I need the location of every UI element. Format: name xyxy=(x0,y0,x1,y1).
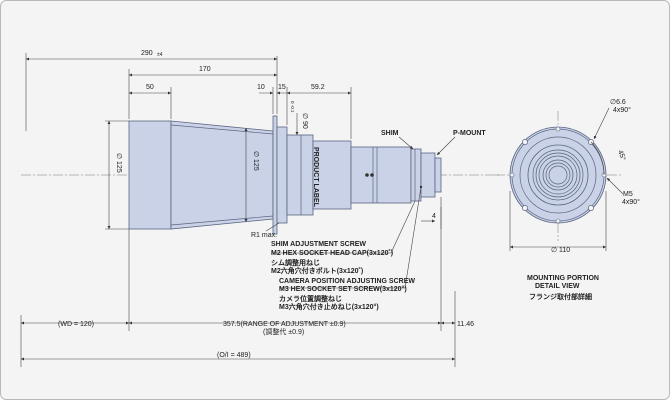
m5-label: M5 xyxy=(623,191,633,198)
lens-taper-body xyxy=(170,120,274,230)
dim-4: 4 xyxy=(432,213,436,220)
dim-10: 10 xyxy=(257,84,265,91)
lens-neck xyxy=(286,134,314,216)
dim-dia-110: ∅ 110 xyxy=(551,247,570,254)
shim-screw-jp: シム調整用ねじ xyxy=(271,258,320,267)
mount-title-2: DETAIL VIEW xyxy=(535,283,580,290)
p-mount xyxy=(420,152,436,198)
dim-290: 290 xyxy=(141,50,153,57)
dim-dia-90-tol: 0 -0.1 xyxy=(290,101,295,113)
angle-45: 45° xyxy=(616,149,627,162)
dim-oi: (O/I = 489) xyxy=(217,352,251,359)
dim-dia-125-mid: ∅ 125 xyxy=(252,151,259,171)
shim-label: SHIM xyxy=(381,130,399,137)
dim-15: 15 xyxy=(278,84,286,91)
dim-59-2: 59.2 xyxy=(311,84,325,91)
camera-screw-note: CAMERA POSITION ADJUSTING SCREW xyxy=(279,278,415,285)
camera-screw-jp-spec: M3六角穴付き止めねじ(3x120°) xyxy=(279,302,379,311)
shim-screw-jp-spec: M2六角穴付きボルト(3x120˚) xyxy=(271,266,363,275)
dim-wd: (WD = 120) xyxy=(58,321,94,328)
dim-dia-90: ∅ 90 xyxy=(301,113,308,129)
shim-ring xyxy=(410,148,422,202)
mounting-detail-view xyxy=(495,111,621,241)
p-mount-label: P-MOUNT xyxy=(453,130,486,137)
product-label-text: PRODUCT LABEL xyxy=(312,147,319,208)
mount-title-jp: フランジ取付部詳細 xyxy=(529,292,592,301)
dim-r1-max: R1 max. xyxy=(251,232,277,239)
lens-front-barrel xyxy=(128,120,172,230)
shim-screw-note: SHIM ADJUSTMENT SCREW xyxy=(271,241,366,248)
m5-qty: 4x90° xyxy=(622,198,640,206)
dim-range: 357.5(RANGE OF ADJUSTMENT ±0.9) xyxy=(223,321,346,328)
mount-title-1: MOUNTING PORTION xyxy=(527,275,599,282)
camera-screw-jp: カメラ位置調整ねじ xyxy=(279,294,342,303)
product-label-tube xyxy=(312,140,352,210)
hole-dia-6-6: ∅6.6 xyxy=(610,99,626,106)
dim-range-jp: (調整代 ±0.9) xyxy=(263,327,304,336)
lens-rear-tube xyxy=(350,146,412,204)
dim-170: 170 xyxy=(199,66,211,73)
dim-290-tol: ±4 xyxy=(157,52,163,58)
dim-11-46: 11.46 xyxy=(457,321,474,328)
dim-dia-125-left: ∅ 125 xyxy=(115,153,122,173)
lens-side-view: PRODUCT LABEL xyxy=(128,115,442,235)
hole-qty-4x90: 4x90° xyxy=(613,106,631,114)
lens-flange xyxy=(272,115,278,235)
camera-screw-spec: M3 HEX SOCKET SET SCREW(3x120°) xyxy=(279,285,407,293)
shim-screw-spec: M2 HEX SOCKET HEAD CAP(3x120˚) xyxy=(271,249,393,257)
dim-50: 50 xyxy=(146,84,154,91)
